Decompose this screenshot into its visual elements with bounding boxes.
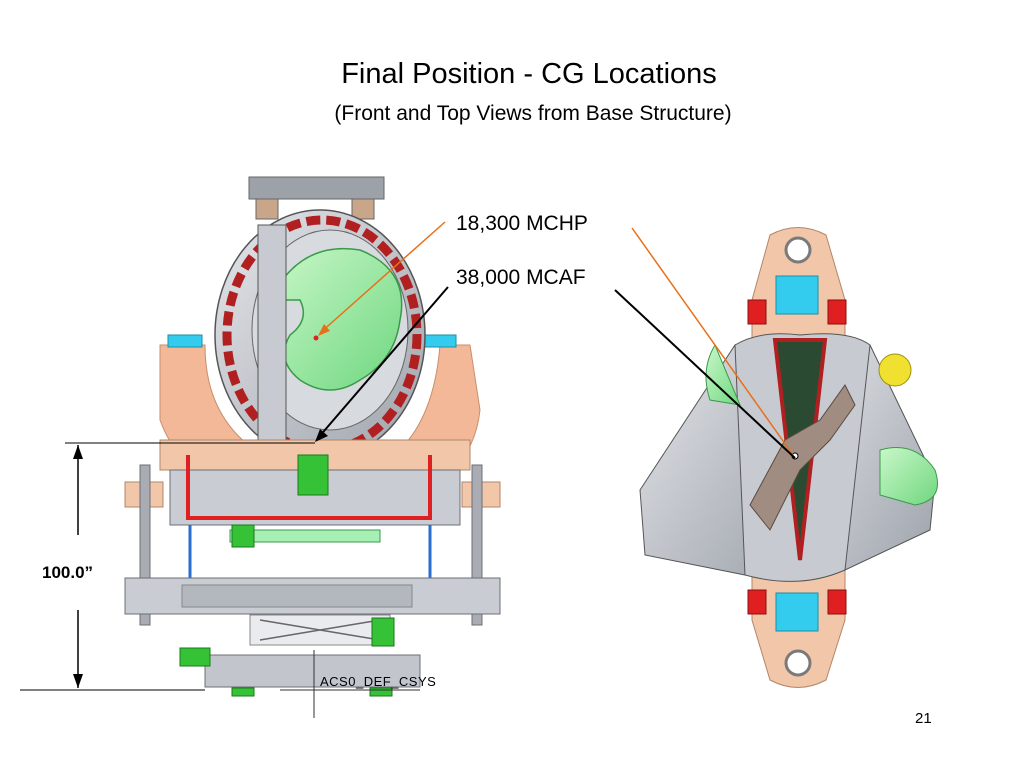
top-red-clamp-tr — [827, 299, 847, 325]
top-red-clamp-bl — [747, 589, 767, 615]
slide-title: Final Position - CG Locations — [341, 58, 717, 90]
mcaf-leader-front-arrow — [315, 429, 328, 442]
top-eye-lug-bottom — [784, 649, 812, 677]
top-eye-lug-top — [784, 236, 812, 264]
front-top-cap — [248, 176, 385, 200]
mcaf-callout: 38,000 MCAF — [456, 266, 586, 289]
mchp-leader-top — [631, 227, 794, 456]
height-dimension-label: 100.0” — [42, 563, 94, 582]
front-foot-right — [369, 687, 393, 697]
mchp-leader-front-arrow — [318, 324, 330, 336]
front-top-bracket-right — [351, 198, 375, 220]
front-top-bracket-left — [255, 198, 279, 220]
top-green-payload-left — [705, 343, 741, 406]
front-cg-marker — [313, 335, 319, 341]
top-green-payload-right — [879, 447, 938, 506]
top-view — [639, 227, 938, 688]
top-cyan-block-bottom — [775, 592, 819, 632]
mchp-callout: 18,300 MCHP — [456, 212, 588, 235]
front-view — [124, 176, 501, 718]
front-bottom-green-left — [179, 647, 211, 667]
front-foot-left — [231, 687, 255, 697]
front-cyan-block-left — [167, 334, 203, 348]
top-yellow-wheel — [878, 353, 912, 387]
front-green-actuator — [297, 454, 329, 496]
front-cyan-block-right — [421, 334, 457, 348]
mcaf-leader-front — [317, 286, 449, 439]
coordinate-system-label: ACS0_DEF_CSYS — [320, 674, 437, 689]
front-post-left — [139, 464, 151, 626]
mcaf-leader-top — [614, 289, 796, 459]
top-cyan-block-top — [775, 275, 819, 315]
slide-subtitle: (Front and Top Views from Base Structure… — [334, 102, 732, 125]
front-post-right — [471, 464, 483, 626]
height-dimension — [20, 442, 315, 691]
page-number: 21 — [915, 710, 932, 727]
dimension-arrow-bottom — [73, 674, 83, 688]
top-diagonal-arm — [749, 384, 856, 531]
front-green-rail — [229, 529, 381, 543]
front-green-motor — [231, 524, 255, 548]
callout-leaders — [315, 221, 796, 459]
front-base-inner — [181, 584, 413, 608]
front-green-jack-motor — [371, 617, 395, 647]
front-vertical-plate — [257, 224, 287, 456]
front-scissor-cross — [259, 619, 381, 641]
top-red-clamp-br — [827, 589, 847, 615]
top-red-clamp-tl — [747, 299, 767, 325]
front-bottom-base — [204, 654, 421, 688]
mchp-leader-front — [319, 221, 446, 334]
dimension-arrow-top — [73, 445, 83, 459]
